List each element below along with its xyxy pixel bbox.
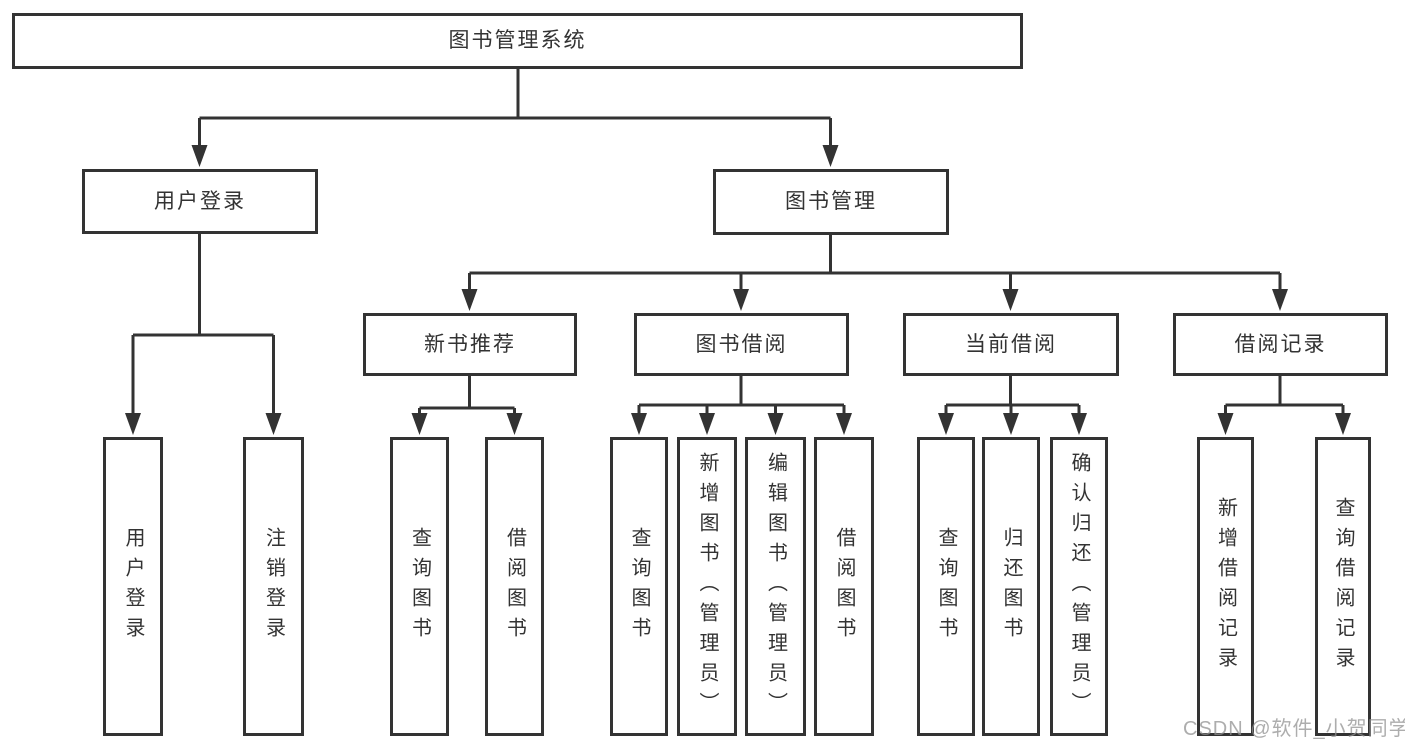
leaf-add-borrow-record-label: 新增借阅记录 [1214, 496, 1237, 677]
leaf-query-borrow-record-label: 查询借阅记录 [1332, 496, 1354, 677]
leaf-return-books-label: 归还图书 [1000, 526, 1022, 647]
node-borrowing-records: 借阅记录 [1173, 313, 1388, 376]
node-user-login: 用户登录 [82, 169, 318, 234]
leaf-edit-books-admin-label: 编辑图书（管理员） [764, 451, 787, 722]
leaf-user-login: 用户登录 [103, 437, 163, 736]
node-root-label: 图书管理系统 [448, 29, 587, 53]
node-user-login-label: 用户登录 [154, 189, 246, 213]
leaf-logout-login-label: 注销登录 [262, 526, 285, 647]
node-new-book-recommend-label: 新书推荐 [424, 332, 516, 356]
leaf-user-login-label: 用户登录 [122, 526, 144, 647]
leaf-borrow-books-2: 借阅图书 [814, 437, 874, 736]
node-borrowing-records-label: 借阅记录 [1234, 332, 1327, 356]
leaf-confirm-return-admin-label: 确认归还（管理员） [1068, 451, 1090, 722]
node-book-management-label: 图书管理 [785, 190, 877, 214]
leaf-borrow-books-2-label: 借阅图书 [833, 526, 855, 647]
leaf-query-books-3-label: 查询图书 [935, 526, 957, 647]
node-current-borrowing: 当前借阅 [903, 313, 1119, 376]
leaf-query-books-1-label: 查询图书 [408, 526, 431, 647]
node-root: 图书管理系统 [12, 13, 1023, 69]
leaf-query-books-2-label: 查询图书 [628, 526, 650, 647]
leaf-query-books-3: 查询图书 [917, 437, 975, 736]
leaf-logout-login: 注销登录 [243, 437, 304, 736]
watermark-text: CSDN @软件_小贺同学 [1183, 718, 1405, 740]
leaf-query-borrow-record: 查询借阅记录 [1315, 437, 1371, 736]
leaf-return-books: 归还图书 [982, 437, 1040, 736]
leaf-borrow-books-1: 借阅图书 [485, 437, 544, 736]
leaf-edit-books-admin: 编辑图书（管理员） [745, 437, 806, 736]
leaf-add-borrow-record: 新增借阅记录 [1197, 437, 1254, 736]
leaf-add-books-admin-label: 新增图书（管理员） [696, 451, 718, 722]
leaf-query-books-2: 查询图书 [610, 437, 668, 736]
node-current-borrowing-label: 当前借阅 [965, 332, 1057, 356]
leaf-borrow-books-1-label: 借阅图书 [503, 526, 526, 647]
node-book-borrowing-label: 图书借阅 [695, 332, 788, 356]
node-new-book-recommend: 新书推荐 [363, 313, 577, 376]
leaf-add-books-admin: 新增图书（管理员） [677, 437, 737, 736]
node-book-borrowing: 图书借阅 [634, 313, 849, 376]
leaf-confirm-return-admin: 确认归还（管理员） [1050, 437, 1108, 736]
leaf-query-books-1: 查询图书 [390, 437, 449, 736]
node-book-management: 图书管理 [713, 169, 949, 235]
